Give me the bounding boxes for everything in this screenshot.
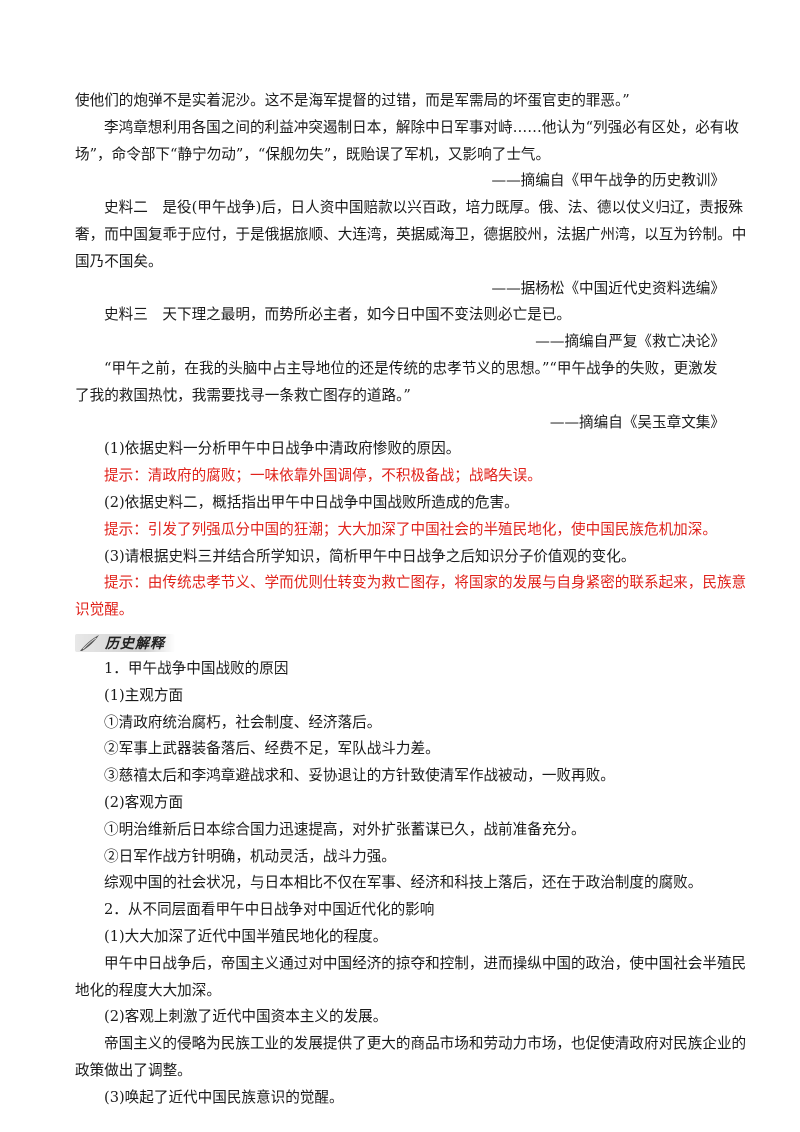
hint-2: 提示：引发了列强瓜分中国的狂潮；大大加深了中国社会的半殖民地化，使中国民族危机加…: [104, 520, 717, 538]
list-item: ①明治维新后日本综合国力迅速提高，对外扩张蓄谋已久，战前准备充分。: [104, 820, 586, 838]
source-citation: ——摘编自《吴玉章文集》: [549, 413, 725, 431]
subheading: (1)大大加深了近代中国半殖民地化的程度。: [104, 927, 388, 945]
list-item: ③慈禧太后和李鸿章避战求和、妥协退让的方针致使清军作战被动，一败再败。: [104, 767, 615, 785]
text-line: 了我的救国热忱，我需要找寻一条救亡图存的道路。”: [75, 386, 411, 404]
text-line: 甲午中日战争后，帝国主义通过对中国经济的掠夺和控制，进而操纵中国的政治，使中国社…: [104, 954, 747, 972]
question-3: (3)请根据史料三并结合所学知识，简析甲午中日战争之后知识分子价值观的变化。: [104, 547, 636, 565]
text-line: 政策做出了调整。: [75, 1061, 192, 1079]
text-line: 史料二 是役(甲午战争)后，日人资中国赔款以兴百政，培力既厚。俄、法、德以仗义归…: [104, 199, 743, 217]
question-1: (1)依据史料一分析甲午中日战争中清政府惨败的原因。: [104, 440, 461, 458]
source-citation: ——据杨松《中国近代史资料选编》: [491, 279, 725, 297]
subheading: (2)客观上刺激了近代中国资本主义的发展。: [104, 1008, 388, 1026]
text-line: 地化的程度大大加深。: [75, 981, 221, 999]
subheading: (2)客观方面: [104, 793, 184, 811]
text-line: “甲午之前，在我的头脑中占主导地位的还是传统的忠孝节义的思想。”“甲午战争的失败…: [104, 359, 718, 377]
text-line: 史料三 天下理之最明，而势所必主者，如今日中国不变法则必亡是已。: [104, 306, 572, 324]
text-line: 李鸿章想利用各国之间的利益冲突遏制日本，解除中日军事对峙……他认为“列强必有区处…: [104, 118, 739, 136]
source-citation: ——摘编自《甲午战争的历史教训》: [491, 172, 725, 190]
hint-3-continued: 识觉醒。: [75, 601, 134, 619]
text-line: 奢，而中国复乖于应付，于是俄据旅顺、大连湾，英据威海卫，德据胶州，法据广州湾，以…: [75, 225, 747, 243]
list-item: ②日军作战方针明确，机动灵活，战斗力强。: [104, 847, 396, 865]
subheading: (3)唤起了近代中国民族意识的觉醒。: [104, 1088, 344, 1106]
section-badge: 历史解释: [75, 632, 179, 654]
subheading: (1)主观方面: [104, 686, 184, 704]
heading-1: 1．甲午战争中国战败的原因: [104, 659, 289, 677]
text-line: 使他们的炮弹不是实着泥沙。这不是海军提督的过错，而是军需局的坏蛋官吏的罪恶。”: [75, 92, 630, 109]
list-item: ①清政府统治腐朽，社会制度、经济落后。: [104, 713, 382, 731]
summary-text: 综观中国的社会状况，与日本相比不仅在军事、经济和科技上落后，还在于政治制度的腐败…: [104, 874, 703, 892]
question-2: (2)依据史料二，概括指出甲午中日战争中国战败所造成的危害。: [104, 493, 519, 511]
section-title: 历史解释: [105, 635, 165, 652]
document-page: 使他们的炮弹不是实着泥沙。这不是海军提督的过错，而是军需局的坏蛋官吏的罪恶。” …: [75, 88, 747, 1111]
quill-icon: [80, 634, 99, 651]
text-line: 国乃不国矣。: [75, 252, 163, 270]
list-item: ②军事上武器装备落后、经费不足，军队战斗力差。: [104, 740, 440, 758]
heading-2: 2．从不同层面看甲午中日战争对中国近代化的影响: [104, 901, 435, 919]
source-citation: ——摘编自严复《救亡决论》: [535, 333, 725, 351]
hint-1: 提示：清政府的腐败；一味依靠外国调停，不积极备战；战略失误。: [104, 467, 542, 485]
hint-3: 提示：由传统忠孝节义、学而优则仕转变为救亡图存，将国家的发展与自身紧密的联系起来…: [104, 574, 747, 592]
text-line: 场”，命令部下“静宁勿动”，“保舰勿失”，既贻误了军机，又影响了士气。: [75, 145, 551, 163]
text-line: 帝国主义的侵略为民族工业的发展提供了更大的商品市场和劳动力市场，也促使清政府对民…: [104, 1035, 747, 1053]
